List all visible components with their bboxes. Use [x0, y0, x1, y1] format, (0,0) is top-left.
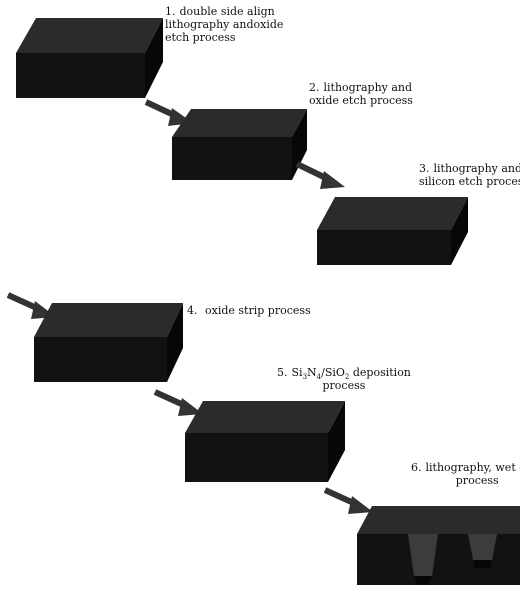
block-top-face — [16, 18, 163, 53]
step-5-formula-sio-sub: 2 — [344, 373, 350, 381]
wafer-block-step-3 — [317, 197, 468, 265]
step-2-line-1: lithography and — [323, 81, 413, 94]
block-side-face — [167, 303, 183, 382]
step-1-line-2: lithography andoxide — [165, 18, 284, 31]
block-top-face — [185, 401, 345, 433]
wafer-block-step-6 — [357, 506, 520, 585]
block-top-face — [34, 303, 183, 337]
block-top-face — [357, 506, 520, 534]
step-2-line-2: oxide etch process — [309, 94, 413, 107]
block-side-face — [328, 401, 345, 482]
step-5-formula-si: Si — [291, 366, 303, 379]
step-5-formula-rest: deposition — [349, 366, 411, 379]
block-front-face — [185, 433, 328, 482]
block-front-face — [172, 137, 292, 180]
block-side-face — [145, 18, 163, 98]
block-front-face — [317, 230, 451, 265]
wafer-block-step-2 — [172, 109, 307, 180]
step-5-formula-si-sub: 3 — [302, 373, 308, 381]
step-6-label: 6.lithography, wet etch process — [411, 461, 520, 487]
block-top-face — [317, 197, 468, 230]
wafer-block-step-5 — [185, 401, 345, 482]
step-3-line-2: silicon etch process — [419, 175, 520, 188]
step-1-line-1: double side align — [179, 5, 275, 18]
step-4-number: 4. — [187, 304, 198, 317]
block-front-face — [34, 337, 167, 382]
step-5-formula-sio: /SiO — [321, 366, 345, 379]
step-4-label: 4. oxide strip process — [187, 304, 311, 317]
step-5-formula-n: N — [307, 366, 317, 379]
step-1-number: 1. — [165, 5, 176, 18]
arrow-step-2-to-3 — [295, 161, 345, 189]
arrow-step-4-to-5 — [153, 389, 203, 416]
step-5-label: 5.Si3N4/SiO2 deposition process — [277, 366, 411, 392]
etched-notch-floor — [473, 560, 492, 568]
step-6-line-1: lithography, wet etch — [425, 461, 520, 474]
etched-groove — [408, 534, 438, 576]
step-5-line-2: process — [322, 379, 366, 392]
step-4-line-1: oxide strip process — [205, 304, 311, 317]
block-side-face — [451, 197, 468, 265]
step-2-label: 2.lithography and oxide etch process — [309, 81, 413, 107]
wafer-block-step-4 — [34, 303, 183, 382]
step-5-formula-n-sub: 4 — [316, 373, 322, 381]
step-2-number: 2. — [309, 81, 320, 94]
block-side-face — [292, 109, 307, 180]
step-6-number: 6. — [411, 461, 422, 474]
etched-notch — [468, 534, 497, 560]
arrow-step-5-to-6 — [323, 487, 373, 514]
step-6-line-2: process — [455, 474, 499, 487]
step-3-line-1: lithography and — [433, 162, 520, 175]
step-1-label: 1.double side align lithography andoxide… — [165, 5, 283, 44]
step-3-number: 3. — [419, 162, 430, 175]
step-3-label: 3.lithography and silicon etch process — [419, 162, 520, 188]
block-top-face — [172, 109, 307, 137]
step-5-number: 5. — [277, 366, 288, 379]
wafer-block-step-1 — [16, 18, 163, 98]
etched-groove-wall — [414, 576, 432, 585]
block-front-face — [357, 534, 520, 585]
block-front-face — [16, 53, 145, 98]
step-1-line-3: etch process — [165, 31, 236, 44]
